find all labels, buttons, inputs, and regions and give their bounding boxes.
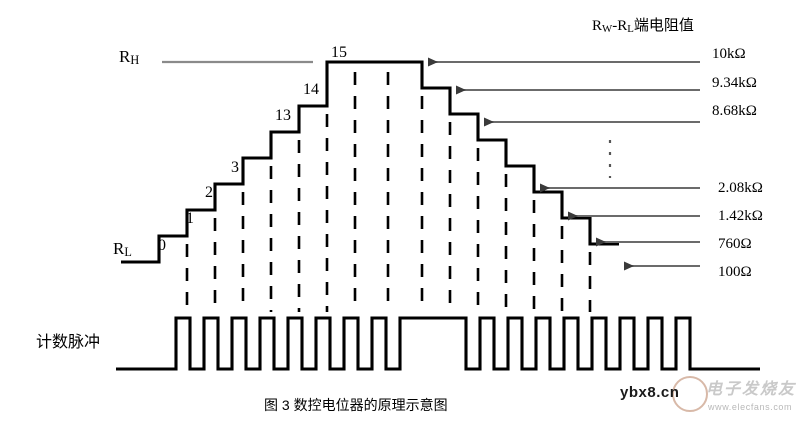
step-label-13: 13 [275, 107, 291, 124]
resistance-label-2-08k: 2.08kΩ [718, 180, 763, 196]
resistance-label-8-68k: 8.68kΩ [712, 103, 757, 119]
axis-label-r-high: RH [119, 48, 139, 66]
resistance-label-100: 100Ω [718, 264, 752, 280]
staircase-waveform [121, 60, 619, 264]
r-low-main: R [113, 239, 125, 258]
axis-label-r-low: RL [113, 240, 132, 258]
r-high-subscript: H [130, 53, 140, 68]
dashed-guides-falling [420, 96, 592, 312]
r-low-subscript: L [124, 245, 132, 260]
rl-subscript: L [627, 22, 634, 35]
header-tail-cn: 端电阻值 [633, 17, 694, 34]
rl-main: -R [612, 18, 628, 34]
watermark-circle [672, 376, 708, 412]
header-right-title: RW-RL端电阻值 [592, 18, 694, 35]
rw-subscript: W [602, 22, 613, 35]
figure-caption: 图 3 数控电位器的原理示意图 [264, 397, 448, 413]
resistance-label-10k: 10kΩ [712, 46, 746, 62]
count-pulse-label: 计数脉冲 [36, 334, 101, 351]
step-label-3: 3 [231, 159, 239, 176]
dashed-guides-rising [185, 72, 390, 312]
step-label-2: 2 [205, 184, 213, 201]
resistance-label-1-42k: 1.42kΩ [718, 208, 763, 224]
count-pulse-waveform [116, 316, 760, 371]
annotation-arrows [428, 57, 700, 271]
watermark-brand-url: www.elecfans.com [708, 402, 793, 412]
r-high-main: R [119, 47, 131, 66]
step-label-15: 15 [331, 44, 347, 61]
watermark-site: ybx8.cn [620, 384, 680, 401]
step-label-1: 1 [186, 210, 194, 227]
resistance-label-9-34k: 9.34kΩ [712, 75, 757, 91]
step-label-0: 0 [158, 237, 166, 254]
rw-main: R [592, 18, 603, 34]
resistance-label-760: 760Ω [718, 236, 752, 252]
watermark-brand-cn: 电子发烧友 [706, 381, 797, 398]
step-label-14: 14 [303, 81, 319, 98]
